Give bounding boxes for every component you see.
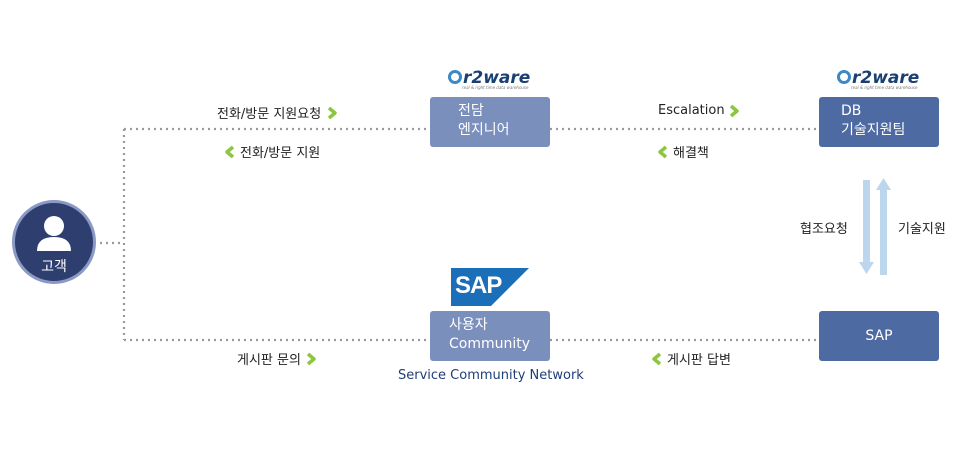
sap-box-label: SAP xyxy=(865,327,893,344)
db-support-team-box: DB 기술지원팀 xyxy=(819,97,939,147)
chevron-left-icon xyxy=(658,145,668,158)
user-icon xyxy=(37,216,71,251)
chevron-left-icon xyxy=(225,145,235,158)
chevron-left-icon xyxy=(652,352,662,365)
escalation-label: Escalation xyxy=(658,103,740,118)
or2ware-logo: r2ware real & right time data warehouse xyxy=(448,68,530,90)
db-line1: DB xyxy=(841,103,862,119)
chevron-right-icon xyxy=(729,104,739,117)
solution-label: 해결책 xyxy=(657,142,709,161)
engineer-line2: 엔지니어 xyxy=(458,122,510,138)
cooperation-request-label: 협조요청 xyxy=(800,222,848,237)
chevron-right-icon xyxy=(328,106,337,119)
phone-visit-support-label: 전화/방문 지원 xyxy=(224,142,320,161)
or2ware-logo: r2ware real & right time data warehouse xyxy=(837,68,919,90)
community-line2: Community xyxy=(449,336,531,352)
customer-label: 고객 xyxy=(41,259,67,275)
sap-box: SAP xyxy=(819,311,939,361)
user-community-box: 사용자 Community xyxy=(430,311,550,361)
board-inquiry-label: 게시판 문의 xyxy=(237,349,317,368)
service-community-network-label: Service Community Network xyxy=(398,368,584,383)
board-answer-label: 게시판 답변 xyxy=(651,349,731,368)
sap-logo: SAP xyxy=(451,268,529,306)
tech-support-label: 기술지원 xyxy=(898,222,946,237)
customer-node: 고객 xyxy=(12,200,96,284)
db-line2: 기술지원팀 xyxy=(841,122,906,138)
tech-support-up-arrow xyxy=(876,178,891,275)
cooperation-down-arrow xyxy=(859,180,874,274)
community-line1: 사용자 xyxy=(449,317,488,333)
dedicated-engineer-box: 전담 엔지니어 xyxy=(430,97,550,147)
engineer-line1: 전담 xyxy=(458,103,484,119)
chevron-right-icon xyxy=(306,352,316,365)
phone-visit-request-label: 전화/방문 지원요청 xyxy=(217,103,338,122)
